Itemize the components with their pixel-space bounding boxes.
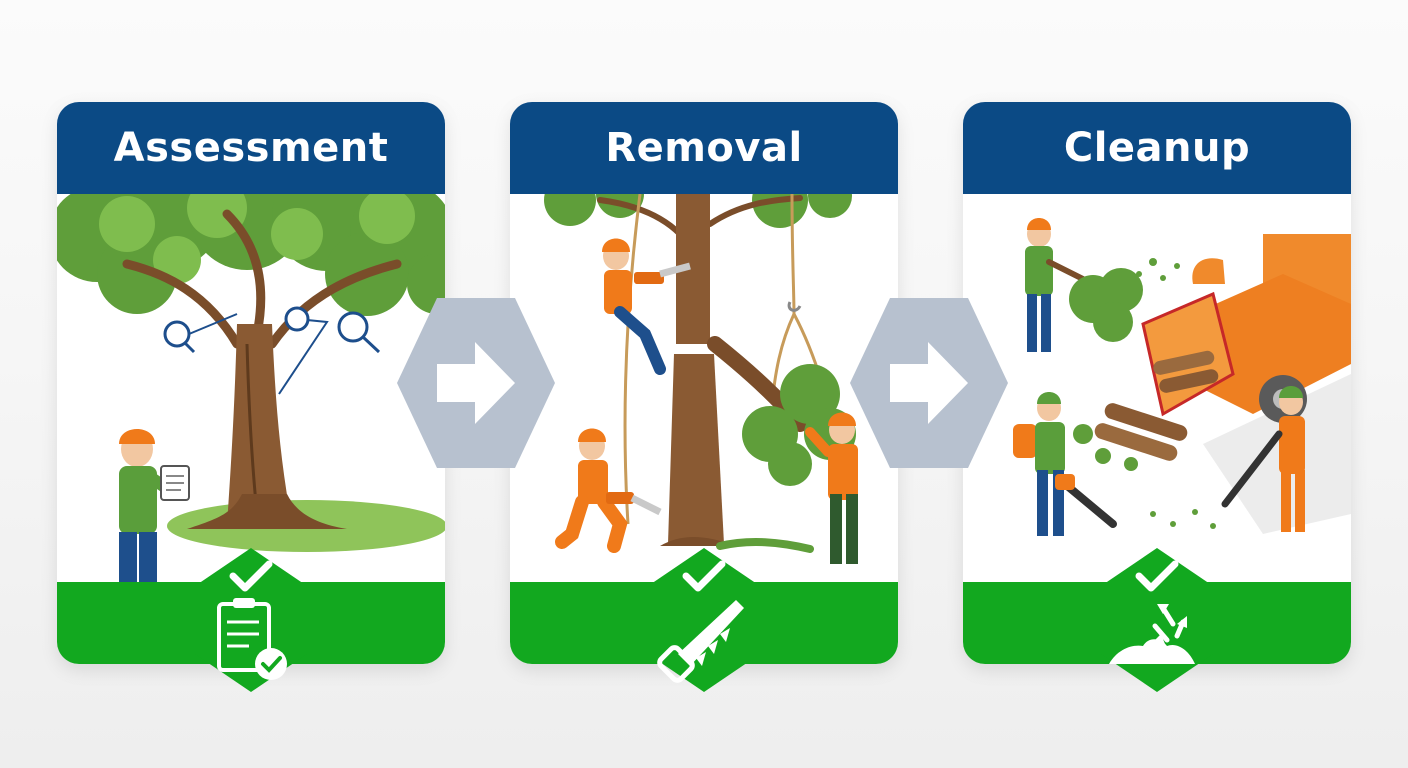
step-card-removal: Removal	[510, 102, 898, 664]
arrow-right-icon	[397, 298, 555, 468]
step-card-cleanup: Cleanup	[963, 102, 1351, 664]
hand-saw-icon	[648, 548, 760, 692]
arrow-right-icon	[850, 298, 1008, 468]
step-card-assessment: Assessment	[57, 102, 445, 664]
step-header: Assessment	[57, 102, 445, 194]
step-title: Removal	[605, 125, 803, 171]
step-title: Assessment	[113, 125, 389, 171]
crew-chipping-debris-illustration	[1013, 218, 1351, 536]
step-title: Cleanup	[1063, 125, 1251, 171]
clipboard-check-icon	[195, 548, 307, 692]
step-header: Removal	[510, 102, 898, 194]
recycle-pile-icon	[1101, 548, 1213, 692]
climber-cutting-tree-illustration	[544, 194, 858, 564]
step-header: Cleanup	[963, 102, 1351, 194]
arborist-inspecting-tree-illustration	[57, 194, 445, 584]
